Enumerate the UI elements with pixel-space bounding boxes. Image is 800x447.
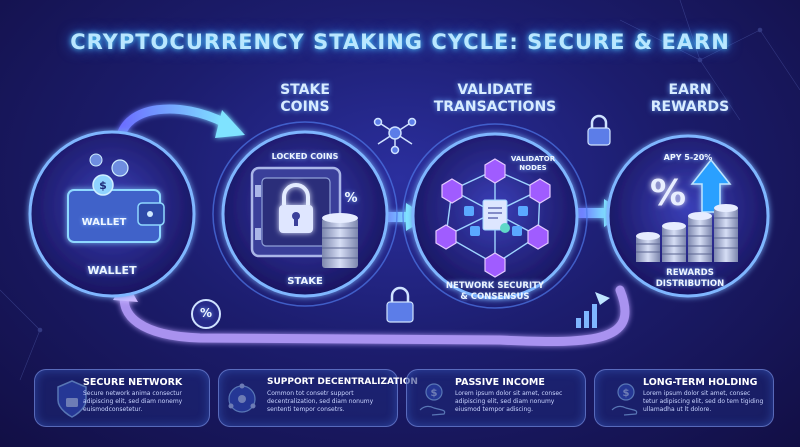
stake-heading-line1: STAKE: [280, 82, 330, 98]
benefit-card-title: SUPPORT DECENTRALIZATION: [267, 377, 418, 387]
benefit-card-passive-income: PASSIVE INCOME Lorem ipsum dolor sit ame…: [406, 369, 586, 427]
growth-arrow-icon: [690, 158, 732, 213]
padlock-icon: [279, 183, 313, 233]
earn-rewards-heading: EARN REWARDS: [630, 82, 750, 116]
benefit-card-support-decentralization: SUPPORT DECENTRALIZATION Common tot cons…: [218, 369, 418, 427]
benefit-card-title: SECURE NETWORK: [83, 377, 183, 388]
wallet-to-stake-arrow: [115, 104, 230, 145]
floating-lock-icon-top: [587, 114, 611, 146]
wallet-label: WALLET: [87, 264, 137, 277]
benefit-card-text: Secure network anima consectur adipiscin…: [83, 390, 183, 413]
validate-heading-line1: VALIDATE: [457, 82, 533, 98]
network-security-line2: & CONSENSUS: [460, 292, 530, 302]
reward-coin-stacks-icon: [636, 204, 738, 262]
earn-heading-line1: EARN: [668, 82, 712, 98]
apy-label: APY 5-20%: [663, 153, 713, 162]
benefit-card-title: PASSIVE INCOME: [455, 377, 545, 388]
rewards-distribution-line1: REWARDS: [666, 268, 714, 278]
diagram-title: CRYPTOCURRENCY STAKING CYCLE: SECURE & E…: [70, 30, 730, 54]
wallet-to-stake-arrowhead: [215, 110, 245, 138]
wallet-icon: $: [67, 153, 165, 243]
svg-text:$: $: [99, 179, 107, 192]
rewards-distribution-caption: REWARDS DISTRIBUTION: [640, 268, 740, 290]
percent-symbol-icon: %: [650, 173, 686, 214]
network-security-line1: NETWORK SECURITY: [445, 281, 545, 291]
validate-transactions-heading: VALIDATE TRANSACTIONS: [415, 82, 575, 116]
stake-coin-stack-icon: [322, 213, 358, 268]
benefit-card-text: Lorem ipsum dolor sit amet, consec adipi…: [455, 390, 563, 413]
loop-percent-label: %: [199, 306, 213, 320]
check-badge-icons: [464, 206, 528, 236]
benefit-card-text: Lorem ipsum dolor sit amet, consec tetur…: [643, 390, 764, 413]
stake-percent-label: %: [344, 191, 358, 206]
ledger-document-icon: [482, 199, 510, 233]
wallet-card-label: WALLET: [81, 217, 127, 228]
locked-coins-label: LOCKED COINS: [271, 152, 339, 161]
stake-coins-heading: STAKE COINS: [245, 82, 365, 116]
loop-percent-badge: [191, 299, 221, 329]
benefit-card-secure-network: SECURE NETWORK Secure network anima cons…: [34, 369, 210, 427]
background-network-lines: [0, 0, 800, 381]
return-loop-arrow: [119, 285, 630, 346]
validator-node-cubes: [435, 158, 551, 278]
stake-heading-line2: COINS: [280, 99, 330, 115]
floating-network-node-icon: [373, 117, 417, 155]
svg-text:%: %: [650, 173, 686, 214]
rewards-distribution-line2: DISTRIBUTION: [655, 279, 725, 289]
benefit-card-title: LONG-TERM HOLDING: [643, 377, 758, 388]
benefit-card-long-term-holding: LONG-TERM HOLDING Lorem ipsum dolor sit …: [594, 369, 774, 427]
validate-heading-line2: TRANSACTIONS: [433, 99, 557, 115]
earn-heading-line2: REWARDS: [650, 99, 730, 115]
bar-chart-up-icon: [576, 292, 610, 328]
stake-label: STAKE: [287, 276, 323, 287]
benefit-card-text: Common tot consetr support decentralizat…: [267, 390, 374, 413]
validator-nodes-line2: NODES: [519, 164, 547, 172]
floating-lock-icon-bottom: [386, 286, 414, 323]
validator-nodes-label: VALIDATOR NODES: [498, 155, 568, 173]
validator-nodes-line1: VALIDATOR: [510, 155, 556, 163]
network-security-caption: NETWORK SECURITY & CONSENSUS: [425, 281, 565, 303]
